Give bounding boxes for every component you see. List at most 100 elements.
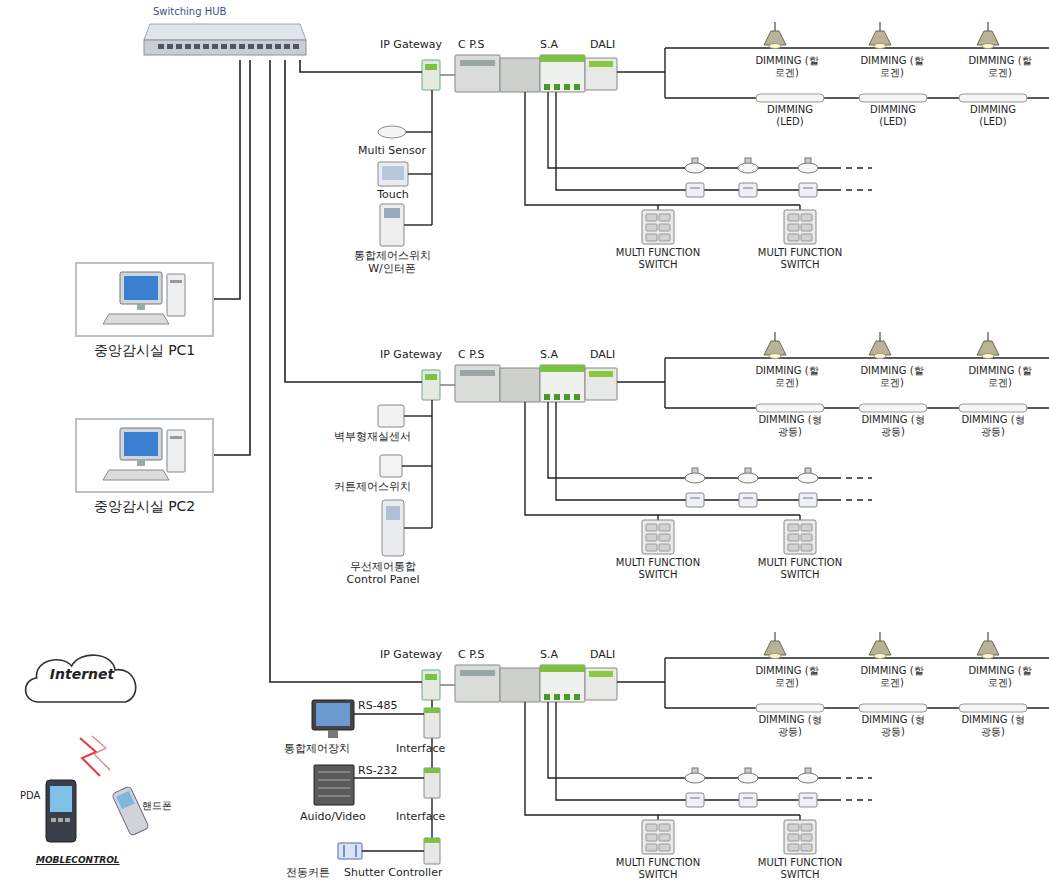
lamp-caption: DIMMING (할로겐) [858,365,926,389]
gateway-led [425,64,437,70]
terminal [554,694,560,700]
wire [525,92,800,205]
device-caption: 통합제어장치 [284,742,350,755]
halogen-lamp [764,31,786,45]
lamp-bulb [769,354,781,359]
ceiling-device [685,773,705,783]
relay-device [739,793,757,807]
wire [799,515,800,520]
device-caption: RS-232 [358,764,398,777]
pda-key [58,818,63,822]
terminal [554,394,560,400]
halogen-lamp [977,341,999,355]
network-cable [300,60,378,72]
lamp-caption: DIMMING (형광등) [756,714,824,738]
wire [690,187,700,188]
intercom-switch [380,204,404,246]
switch-button [801,214,812,221]
device-caption: 통합제어스위치 W/인터폰 [346,249,438,275]
module-label: S.A [540,648,558,661]
module-label: S.A [540,38,558,51]
switch-button [801,544,812,551]
wire [743,497,753,498]
module-strip [540,665,585,672]
lamp-bulb [769,654,781,659]
power-module [455,55,500,92]
wire [556,702,835,800]
tube-lamp [756,704,824,712]
switch-caption: MULTI FUNCTION SWITCH [744,557,856,581]
wire [657,205,658,210]
wire [835,777,872,778]
device-caption: Shutter Controller [344,866,442,879]
wire [431,90,432,225]
lamp-caption: DIMMING (형광등) [859,714,927,738]
halogen-lamp [764,641,786,655]
wire [440,74,455,75]
wire [879,22,880,31]
tube-lamp [756,404,824,412]
hub-port [266,44,272,49]
wire [404,224,432,225]
pc-caption: 중앙감시실 PC2 [75,498,214,516]
wire [690,797,700,798]
tube-lamp [859,704,927,712]
pc-caption: 중앙감시실 PC1 [75,342,214,360]
module-strip [589,371,613,377]
device-caption: 전동커튼 [286,866,330,879]
monitor [312,700,354,730]
wire [664,358,665,408]
multi-function-switch [784,520,816,554]
wire [987,332,988,341]
wire [318,787,350,788]
terminal [554,84,560,90]
wire [743,797,753,798]
cloud-label: Internet [18,666,146,682]
wire [835,477,872,478]
wire [657,815,658,820]
touch-panel [378,162,408,186]
hub-port [248,44,254,49]
dali-module [585,668,617,700]
relay-device [799,493,817,507]
hub-port [212,44,218,49]
wire [617,381,665,382]
terminal [544,394,550,400]
module-label: DALI [590,348,615,361]
switch-button [788,234,799,241]
multi-function-switch [642,820,674,854]
pc-keyboard [103,314,169,324]
wire [548,702,835,778]
hub-port [284,44,290,49]
pc-node: 중앙감시실 PC1 [75,262,214,360]
switch-button [788,534,799,541]
wire [343,845,344,857]
wire [378,681,422,682]
intercom-screen [384,208,400,218]
panel-screen [386,506,400,520]
lamp-caption: DIMMING (할로겐) [753,665,821,689]
switch-button [801,524,812,531]
wire [556,402,835,500]
wire [318,771,350,772]
device-caption: RS-485 [358,699,398,712]
switch-button [788,834,799,841]
wire [318,795,350,796]
relay-device [686,183,704,197]
halogen-lamp [869,31,891,45]
module-label: S.A [540,348,558,361]
switch-button [659,524,670,531]
tube-lamp [859,94,927,102]
pc-tower [167,430,185,472]
halogen-lamp [869,341,891,355]
relay-device [739,183,757,197]
multi-function-switch [784,210,816,244]
wireless-mark [92,736,110,770]
module-label: DALI [590,648,615,661]
monitor-stand [328,730,338,738]
wire [318,779,350,780]
control-panel [382,500,404,556]
phone-screen [116,791,135,810]
wire [987,632,988,641]
device-caption: 벽부형재실센서 [322,430,422,443]
